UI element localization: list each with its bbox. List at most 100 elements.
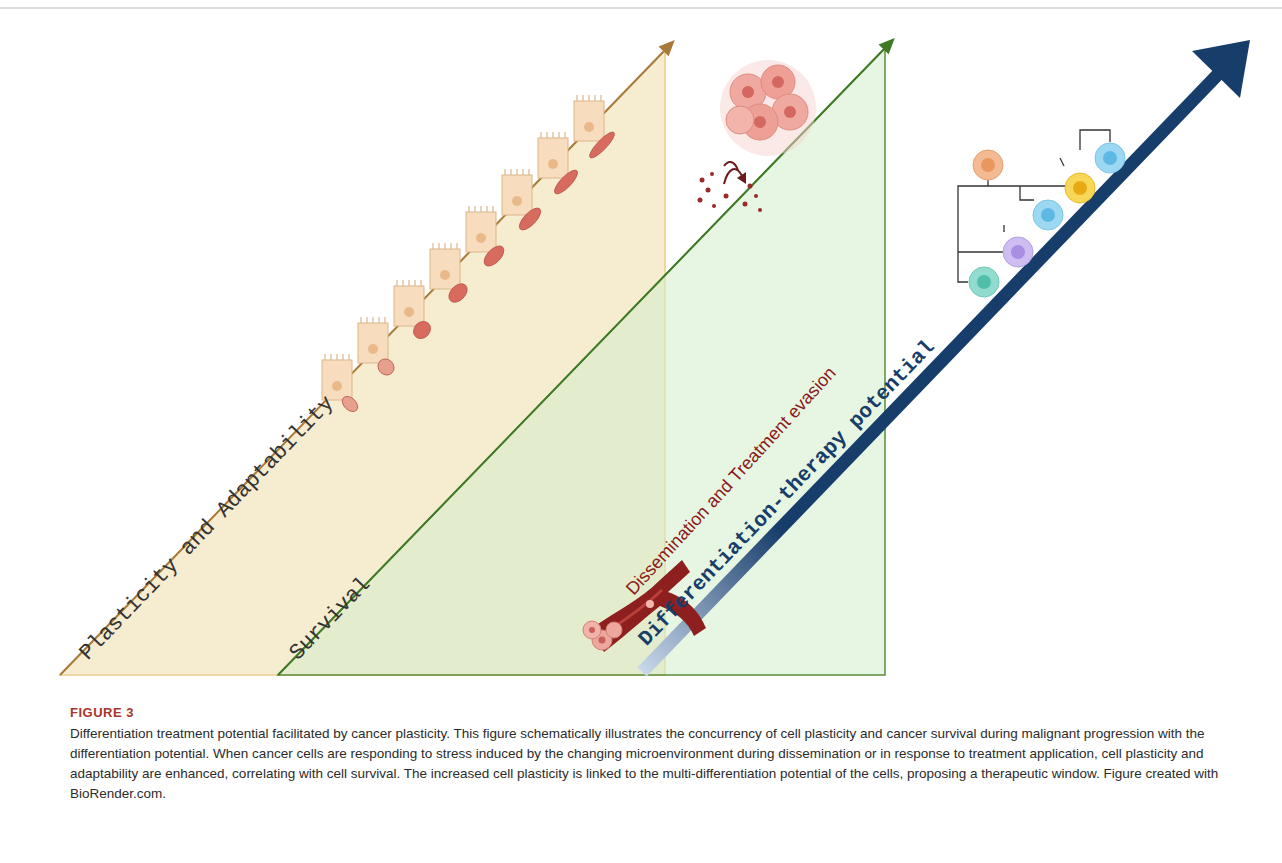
factor-dot (748, 184, 753, 189)
factor-dot (706, 188, 711, 193)
microvillus (378, 317, 379, 323)
microvillus (552, 132, 553, 138)
factor-dot (743, 202, 748, 207)
microvillus (558, 132, 559, 138)
top-rule (0, 0, 1282, 12)
nucleus (977, 275, 991, 289)
cell-body (394, 286, 424, 326)
cell-body (574, 101, 604, 141)
factor-dot (710, 172, 714, 176)
cell-body (358, 323, 388, 363)
epithelial-cell (574, 95, 604, 141)
microvillus (540, 132, 541, 138)
microvillus (576, 95, 577, 101)
mesenchymal-cell (410, 318, 434, 342)
nucleus (512, 196, 522, 206)
factor-dot (724, 194, 729, 199)
tumor-cell (726, 106, 754, 134)
nucleus (742, 86, 754, 98)
axis-line (278, 49, 884, 675)
nucleus (548, 159, 558, 169)
microvillus (522, 169, 523, 175)
triangle-fill (278, 48, 885, 675)
lineage-tick (1003, 225, 1004, 232)
differentiation-arrow-shaft (642, 66, 1226, 672)
circulating-cell (646, 600, 654, 608)
nucleus (772, 76, 784, 88)
microvillus (384, 317, 385, 323)
differentiated-cell (1065, 173, 1095, 203)
nucleus (784, 106, 796, 118)
microvillus (342, 354, 343, 360)
differentiation-arrowhead (1192, 40, 1250, 98)
nucleus (368, 344, 378, 354)
microvillus (330, 354, 331, 360)
microvillus (546, 132, 547, 138)
nucleus (1073, 181, 1087, 195)
epithelial-cell (394, 280, 424, 326)
microvillus (348, 354, 349, 360)
microvillus (360, 317, 361, 323)
lineage-bracket (958, 251, 1003, 252)
microvillus (366, 317, 367, 323)
differentiated-cell (1033, 200, 1063, 230)
microvillus (402, 280, 403, 286)
microvillus (438, 243, 439, 249)
rule-line (0, 8, 1282, 9)
microvillus (414, 280, 415, 286)
microvillus (582, 95, 583, 101)
tumor-cell (583, 621, 601, 639)
nucleus (476, 233, 486, 243)
factor-dot (754, 194, 758, 198)
axis-arrowhead (659, 40, 675, 56)
microvillus (528, 169, 529, 175)
nucleus (1103, 151, 1117, 165)
lineage-bracket (1020, 186, 1034, 200)
mesenchymal-cell (481, 242, 508, 269)
tumor-cell (606, 622, 622, 638)
nucleus (440, 270, 450, 280)
microvillus (408, 280, 409, 286)
microvillus (432, 243, 433, 249)
epithelial-cell (538, 132, 568, 178)
nucleus (332, 381, 342, 391)
mesenchymal-cell (445, 280, 470, 306)
microvillus (450, 243, 451, 249)
axis-arrowhead (879, 38, 895, 54)
microvillus (468, 206, 469, 212)
microvillus (480, 206, 481, 212)
uptake-arrowhead (737, 172, 746, 184)
mesenchymal-cell (587, 129, 618, 160)
epithelial-cells (322, 95, 617, 415)
microvillus (444, 243, 445, 249)
epithelial-cell (466, 206, 496, 252)
cell-body (502, 175, 532, 215)
microvillus (594, 95, 595, 101)
nucleus (589, 627, 595, 633)
factor-dot (712, 204, 716, 208)
nucleus (754, 116, 766, 128)
differentiated-cell (1003, 237, 1033, 267)
microvillus (600, 95, 601, 101)
microvillus (336, 354, 337, 360)
differentiated-cell (1095, 143, 1125, 173)
differentiation-lineage (958, 130, 1110, 282)
mesenchymal-cell (551, 167, 580, 197)
microvillus (564, 132, 565, 138)
progenitor-cell (973, 150, 1003, 180)
microvillus (588, 95, 589, 101)
microvillus (372, 317, 373, 323)
nucleus (1011, 245, 1025, 259)
halo (720, 60, 816, 156)
factor-dot (698, 198, 703, 203)
epithelial-cell (502, 169, 532, 215)
figure-caption: Differentiation treatment potential faci… (70, 724, 1240, 804)
cell-body (538, 138, 568, 178)
microvillus (456, 243, 457, 249)
microvillus (474, 206, 475, 212)
secreted-factors (698, 172, 763, 212)
epithelial-cell (322, 354, 352, 400)
nucleus (404, 307, 414, 317)
factor-dot (700, 178, 705, 183)
microvillus (492, 206, 493, 212)
